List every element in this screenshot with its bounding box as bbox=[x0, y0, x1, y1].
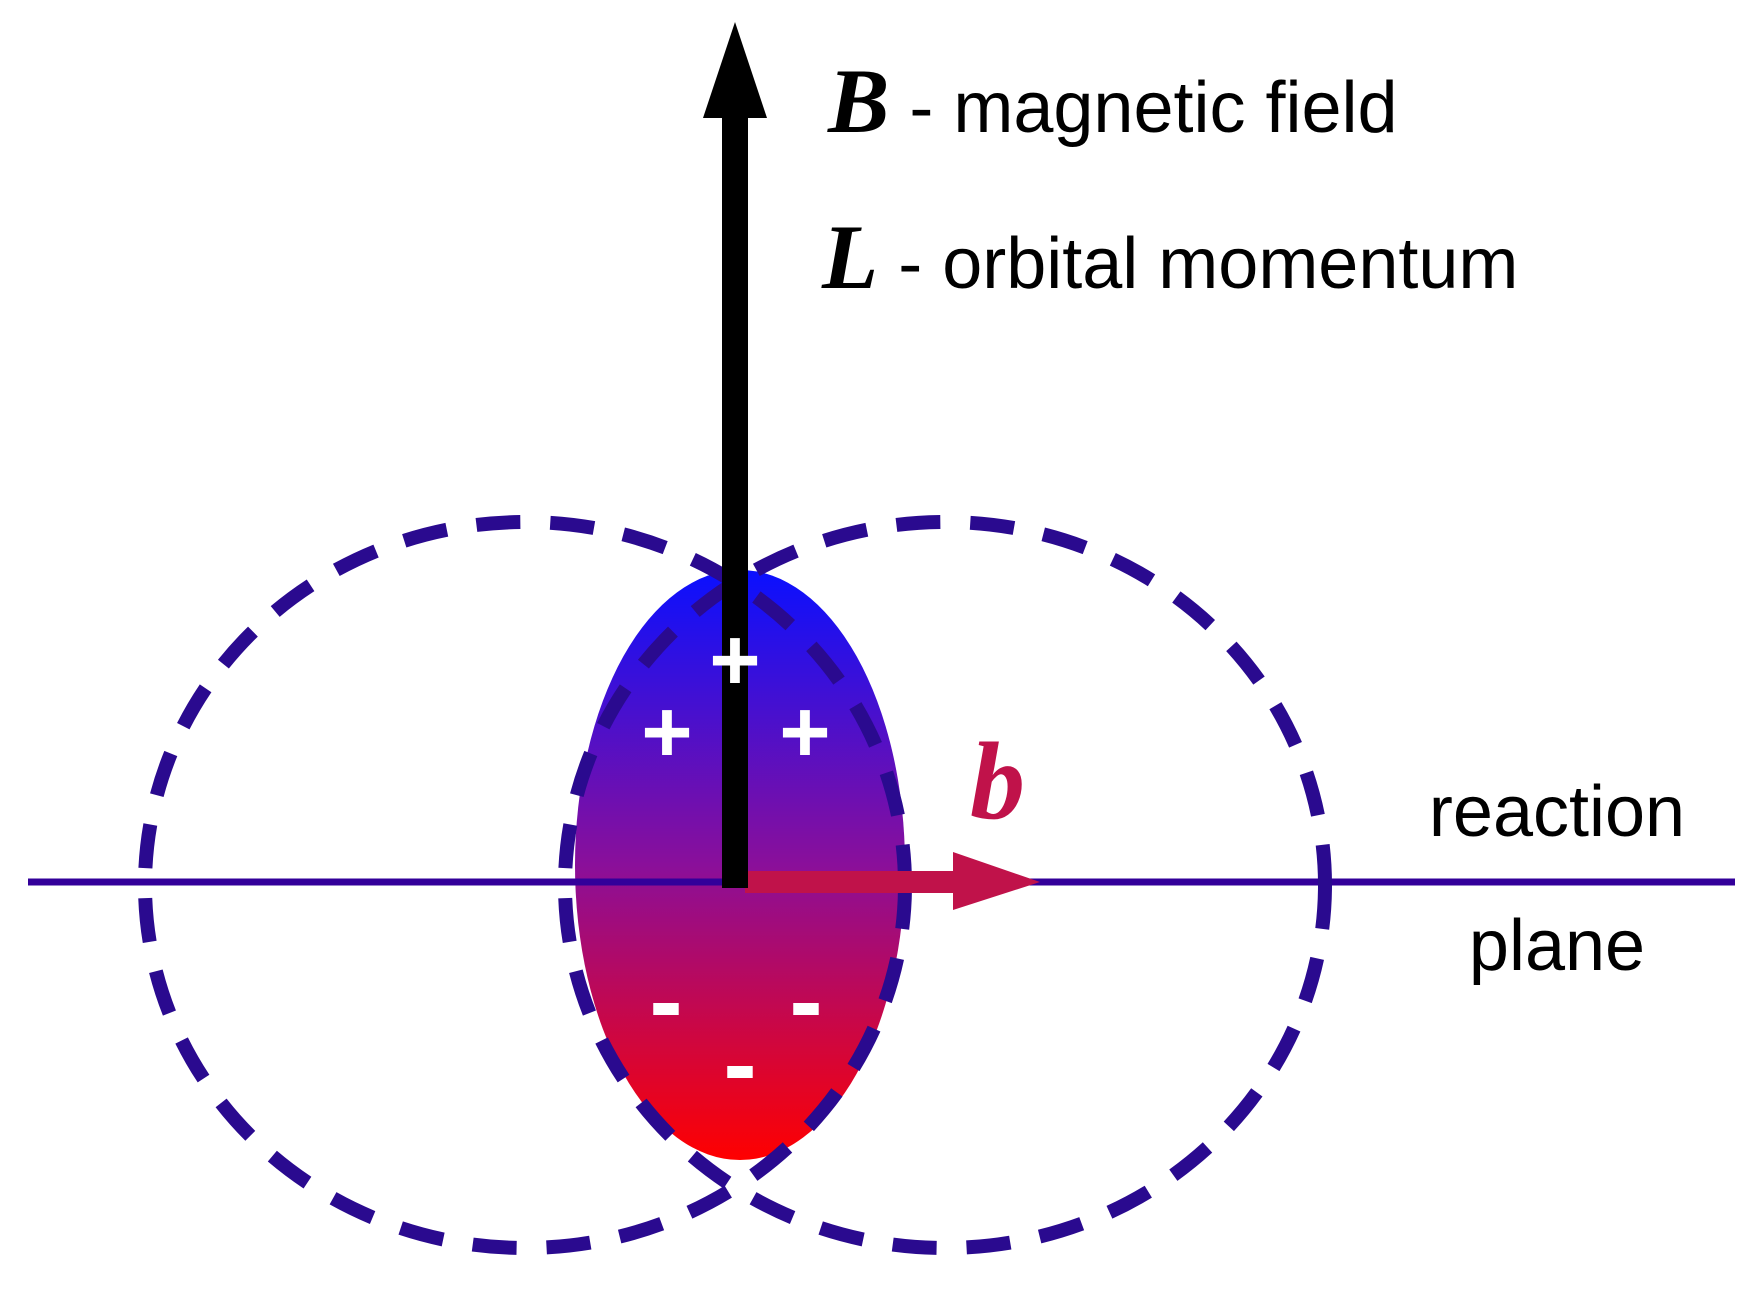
impact-parameter-symbol: b bbox=[970, 720, 1025, 842]
right-nucleus-ring bbox=[558, 515, 1332, 1255]
negative-charge: - bbox=[789, 945, 822, 1057]
reaction-plane-label-line1: reaction bbox=[1429, 772, 1685, 852]
negative-charges: - - - bbox=[649, 945, 822, 1120]
reaction-plane-label-line2: plane bbox=[1469, 906, 1645, 986]
orbital-momentum-symbol: L bbox=[821, 206, 878, 308]
orbital-momentum-label: - orbital momentum bbox=[878, 224, 1518, 304]
legend-magnetic-field: B - magnetic field bbox=[827, 50, 1398, 152]
legend-orbital-momentum: L - orbital momentum bbox=[821, 206, 1518, 308]
positive-charge: + bbox=[709, 610, 760, 709]
magnetic-field-arrow bbox=[703, 22, 767, 888]
magnetic-field-symbol: B bbox=[827, 50, 889, 152]
negative-charge: - bbox=[649, 945, 682, 1057]
positive-charge: + bbox=[779, 682, 830, 781]
impact-parameter-arrow bbox=[745, 852, 1040, 910]
magnetic-field-label: - magnetic field bbox=[889, 68, 1397, 148]
positive-charges: + + + bbox=[641, 610, 830, 781]
positive-charge: + bbox=[641, 682, 692, 781]
negative-charge: - bbox=[723, 1008, 756, 1120]
